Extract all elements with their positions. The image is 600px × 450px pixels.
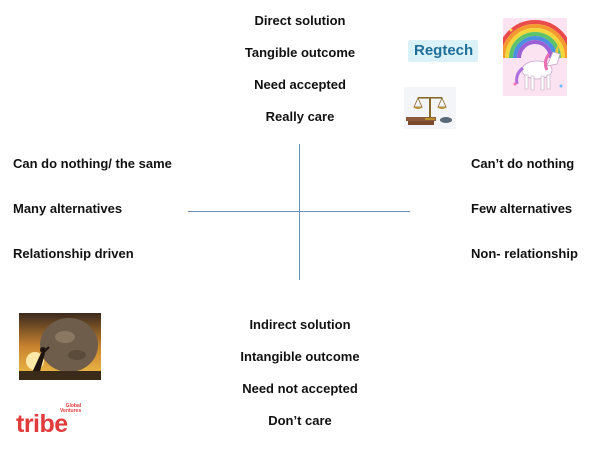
- left-label-2: Many alternatives: [13, 201, 123, 216]
- tribe-logo-text: tribe: [16, 410, 68, 438]
- bottom-label-3: Need not accepted: [242, 381, 358, 396]
- bottom-label-4: Don’t care: [268, 413, 332, 428]
- tribe-sub-global: Global: [65, 403, 82, 409]
- tribe-logo-subtext: Global Ventures: [60, 404, 81, 414]
- left-label-1: Can do nothing/ the same: [13, 156, 172, 171]
- justice-scales-image: [404, 87, 456, 129]
- boulder-push-image: [19, 313, 101, 380]
- tribe-logo: tribe Global Ventures: [16, 404, 81, 439]
- tribe-sub-ventures: Ventures: [60, 408, 82, 414]
- regtech-logo-text: Regtech: [414, 42, 474, 59]
- bottom-label-2: Intangible outcome: [240, 349, 360, 364]
- top-label-1: Direct solution: [254, 13, 346, 28]
- top-label-2: Tangible outcome: [244, 45, 356, 60]
- right-label-1: Can’t do nothing: [471, 156, 575, 171]
- bottom-label-1: Indirect solution: [249, 317, 351, 332]
- top-label-4: Really care: [265, 109, 335, 124]
- unicorn-rainbow-image: [503, 18, 567, 96]
- right-label-3: Non- relationship: [471, 246, 578, 261]
- vertical-axis: [299, 144, 300, 280]
- regtech-logo-subtext: ...: [430, 60, 437, 65]
- regtech-logo: Regtech ...: [408, 40, 478, 65]
- right-label-2: Few alternatives: [471, 201, 573, 216]
- left-label-3: Relationship driven: [13, 246, 134, 261]
- top-label-3: Need accepted: [254, 77, 346, 92]
